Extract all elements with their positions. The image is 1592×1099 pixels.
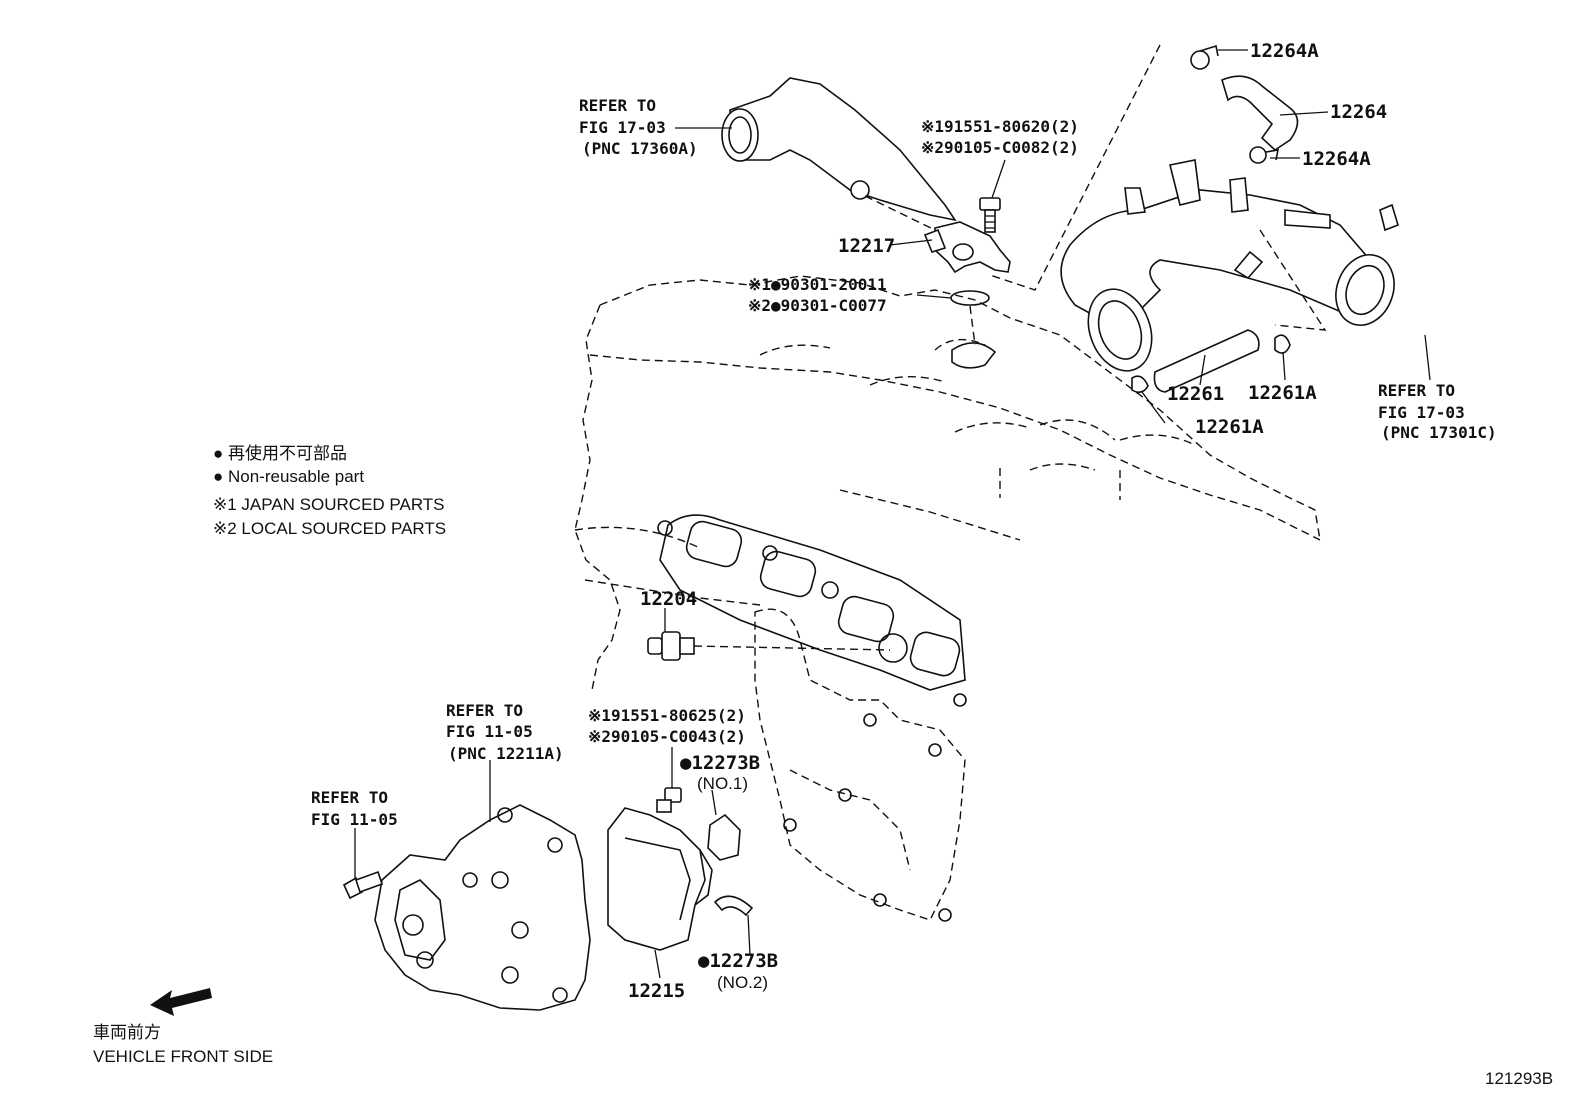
callout-12204: 12204 — [640, 588, 697, 610]
ref-top-left-line2: FIG 17-03 — [579, 118, 666, 137]
callout-12264: 12264 — [1330, 101, 1387, 123]
cover-12211A — [374, 804, 591, 1011]
ref-mid-line1: REFER TO — [446, 701, 523, 720]
callout-12264A-mid: 12264A — [1302, 148, 1371, 170]
manifold-gasket — [657, 514, 967, 707]
figure-id: 121293B — [1485, 1069, 1553, 1088]
direction-en: VEHICLE FRONT SIDE — [93, 1047, 273, 1066]
leader-lines — [354, 49, 1431, 979]
direction-jp: 車両前方 — [93, 1023, 161, 1042]
o-ring-90301 — [950, 290, 990, 306]
gasket-12273B-no1 — [707, 813, 741, 861]
callout-gasket-2: ※2●90301-C0077 — [748, 296, 887, 315]
sensor-12204 — [647, 631, 695, 661]
water-outlet-17360A — [721, 77, 957, 222]
ref-top-right-line3: (PNC 17301C) — [1381, 423, 1497, 442]
o-ring-seat — [951, 342, 997, 369]
callout-gasket-1: ※1●90301-20011 — [748, 275, 887, 294]
ref-top-left-line1: REFER TO — [579, 96, 656, 115]
hose-dash-line — [989, 44, 1161, 291]
clamp-12264A-mid — [1249, 146, 1280, 164]
legend-note1: ※1 JAPAN SOURCED PARTS — [213, 495, 445, 514]
legend-en-nonreusable: ● Non-reusable part — [213, 467, 364, 486]
ref-top-right-line1: REFER TO — [1378, 381, 1455, 400]
callout-bolt-b2: ※290105-C0043(2) — [588, 727, 746, 746]
o-ring-dash-line — [969, 305, 976, 346]
ref-mid-line2: FIG 11-05 — [446, 722, 533, 741]
gasket-12273B-no2 — [713, 895, 754, 917]
callout-12261A-low: 12261A — [1195, 416, 1264, 438]
vehicle-front-arrow-icon — [150, 988, 212, 1016]
bolt-refer-11-05 — [342, 870, 384, 900]
inlet-dash-line — [1259, 229, 1327, 331]
clamp-12261A-right — [1274, 334, 1291, 354]
water-inlet-17301C — [1060, 159, 1399, 372]
hose-12264 — [1221, 75, 1299, 152]
legend-jp-nonreusable: ● 再使用不可部品 — [213, 443, 347, 463]
callout-12264A-top: 12264A — [1250, 40, 1319, 62]
callout-bolt-b1: ※191551-80625(2) — [588, 706, 746, 725]
callout-12261: 12261 — [1167, 383, 1224, 405]
timing-cover-outline — [754, 608, 966, 922]
callout-12215: 12215 — [628, 980, 685, 1002]
ref-bottom-left-line1: REFER TO — [311, 788, 388, 807]
ref-mid-line3: (PNC 12211A) — [448, 744, 564, 763]
part-12217 — [923, 221, 1011, 274]
clamp-12261A-low — [1131, 375, 1149, 394]
ref-top-left-line3: (PNC 17360A) — [582, 139, 698, 158]
sensor-dash-line — [693, 645, 891, 651]
engine-head-outline — [574, 275, 1321, 691]
legend-note2: ※2 LOCAL SOURCED PARTS — [213, 519, 446, 538]
ref-bottom-left-line2: FIG 11-05 — [311, 810, 398, 829]
bolt-91551-80620 — [979, 197, 1001, 233]
clamp-12264A-top — [1190, 44, 1219, 70]
part-12215 — [607, 807, 713, 951]
callout-12273B-no1: ●12273B — [680, 752, 760, 774]
hose-12261 — [1153, 329, 1260, 393]
callout-bolt-a2: ※290105-C0082(2) — [921, 138, 1079, 157]
callout-12261A-right: 12261A — [1248, 382, 1317, 404]
callout-12273B-no1-sub: (NO.1) — [697, 774, 748, 793]
callout-bolt-a1: ※191551-80620(2) — [921, 117, 1079, 136]
ref-top-right-line2: FIG 17-03 — [1378, 403, 1465, 422]
callout-12273B-no2: ●12273B — [698, 950, 778, 972]
callout-12273B-no2-sub: (NO.2) — [717, 973, 768, 992]
bolt-91551-80625 — [656, 787, 682, 813]
callout-12217: 12217 — [838, 235, 895, 257]
